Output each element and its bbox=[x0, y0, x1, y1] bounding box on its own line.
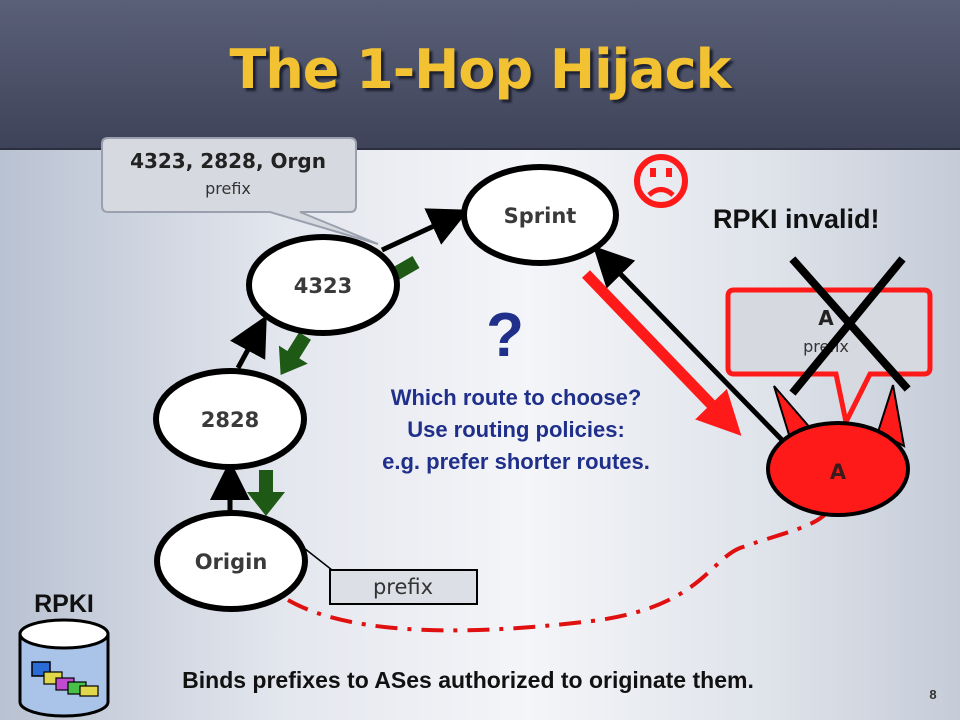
arrow-attacker-to-sprint bbox=[593, 245, 784, 442]
node-as2828-label: 2828 bbox=[201, 408, 259, 432]
node-origin: Origin bbox=[154, 510, 308, 612]
node-as2828: 2828 bbox=[153, 368, 307, 470]
title-bar: The 1-Hop Hijack bbox=[0, 0, 960, 150]
legit-route-prefix: prefix bbox=[205, 179, 251, 198]
origin-prefix-tag: prefix bbox=[303, 547, 478, 605]
node-attacker-label: A bbox=[830, 460, 847, 484]
question-line-3: e.g. prefer shorter routes. bbox=[382, 449, 650, 474]
node-as4323: 4323 bbox=[246, 234, 400, 336]
question-line-2: Use routing policies: bbox=[407, 417, 625, 442]
rpki-invalid-label: RPKI invalid! bbox=[713, 204, 880, 234]
slide-title: The 1-Hop Hijack bbox=[229, 38, 731, 101]
question-line-1: Which route to choose? bbox=[391, 385, 642, 410]
page-number: 8 bbox=[929, 687, 936, 702]
question-mark: ? bbox=[486, 301, 524, 370]
node-origin-label: Origin bbox=[195, 550, 268, 574]
node-attacker: A bbox=[766, 384, 910, 517]
attacker-route-callout: A prefix bbox=[725, 287, 933, 430]
dashed-link-origin-attacker bbox=[287, 499, 834, 633]
legit-route-callout: 4323, 2828, Orgn prefix bbox=[101, 137, 379, 245]
database-icon bbox=[18, 618, 110, 718]
propagation-arrows bbox=[210, 208, 784, 512]
legit-route-path: 4323, 2828, Orgn bbox=[130, 149, 326, 173]
frowning-face-icon bbox=[634, 154, 688, 208]
rpki-db-label: RPKI bbox=[34, 590, 94, 618]
origin-prefix-label: prefix bbox=[373, 575, 433, 599]
node-sprint: Sprint bbox=[461, 164, 619, 266]
green-arrow-2828-to-origin bbox=[247, 470, 285, 516]
arrow-2828-to-4323 bbox=[230, 315, 267, 370]
x-mark-icon bbox=[789, 256, 911, 396]
node-as4323-label: 4323 bbox=[294, 274, 352, 298]
arrow-4323-to-sprint bbox=[380, 208, 470, 253]
attacker-route-path: A bbox=[818, 306, 834, 330]
rpki-description: Binds prefixes to ASes authorized to ori… bbox=[182, 667, 754, 693]
node-sprint-label: Sprint bbox=[504, 204, 577, 228]
hijack-route-arrow bbox=[582, 270, 742, 436]
green-arrow-4323-to-2828 bbox=[278, 332, 311, 376]
